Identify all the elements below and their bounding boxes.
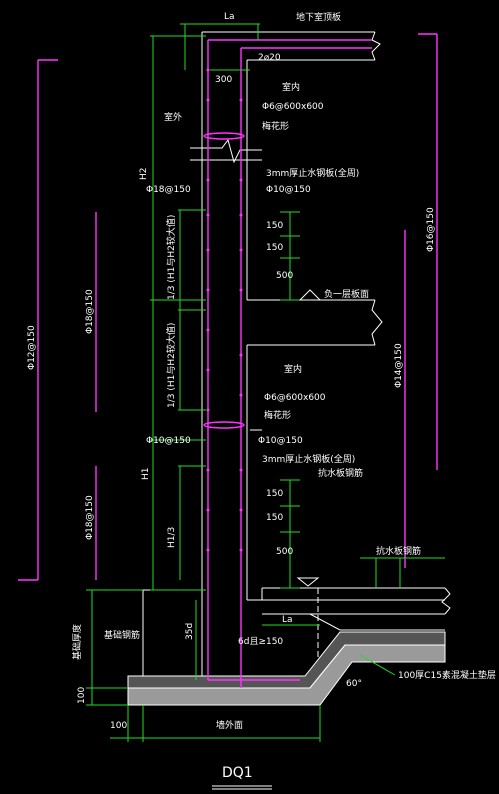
label-tie-top: Φ6@600x600 [262,102,324,112]
label-la-bot: La [282,615,293,625]
label-rebar-2d20: 2⌀20 [258,53,281,63]
label-rebar-right-h1: Φ10@150 [258,436,303,446]
label-35d: 35d [185,622,195,640]
label-rebar-left-h2: Φ18@150 [146,185,191,195]
label-waterstop-mid: 3mm厚止水钢板(全周) [262,455,356,465]
label-third-top: 1/3 (H1与H2较大值) [167,214,177,300]
label-right-rebar-top: Φ16@150 [426,207,436,252]
tie-loop-top [203,132,245,140]
label-100-h: 100 [110,721,128,731]
label-h2: H2 [139,167,149,181]
label-outdoor: 室外 [164,113,183,123]
raft-break [441,587,451,615]
label-dim-150-c: 150 [266,489,284,499]
drawing-title: DQ1 [222,765,253,781]
level-markers [250,289,322,587]
label-dim-500-a: 500 [276,271,294,281]
label-h1-3: H1/3 [167,526,177,548]
label-dim-150-b: 150 [266,243,284,253]
label-indoor-mid: 室内 [284,365,303,375]
label-basement-roof: 地下室顶板 [296,13,342,23]
rebar [18,33,438,688]
label-third-bot: 1/3 (H1与H2较大值) [167,322,177,408]
label-wall-base: 墙外面 [216,721,244,731]
label-h1: H1 [141,467,151,481]
label-6d: 6d且≥150 [238,637,284,647]
sump-slope-top [262,613,445,631]
label-rebar-left-h1: Φ10@150 [146,436,191,446]
label-left-rebar-long: Φ12@150 [27,325,37,370]
label-bedding: 100厚C15素混凝土垫层 [398,671,496,681]
label-dim-300: 300 [215,75,233,85]
label-rebar-right-h2: Φ10@150 [266,185,311,195]
mid-slab-break [371,299,383,346]
label-tie-mid: Φ6@600x600 [264,393,326,403]
label-waterstop-top: 3mm厚止水钢板(全周) [266,169,360,179]
label-anti-water: 抗水板钢筋 [376,547,422,557]
dimension-lines [86,23,445,742]
wall-break-line [190,138,262,164]
label-right-rebar-mid: Φ14@150 [394,343,404,388]
label-dim-150-a: 150 [266,221,284,231]
label-left-rebar-low: Φ18@150 [85,495,95,540]
label-dim-500-b: 500 [276,547,294,557]
label-dim-150-d: 150 [266,513,284,523]
label-angle: 60° [346,679,362,689]
label-found-height: 基础厚度 [73,623,83,660]
top-slab-break [371,31,381,61]
label-sump: 抗水板钢筋 [318,469,364,479]
label-tie-mid-sub: 梅花形 [264,411,292,421]
label-tie-top-sub: 梅花形 [262,122,290,132]
label-100-v: 100 [77,686,87,704]
label-la-top: La [224,12,235,22]
label-indoor-top: 室内 [282,83,301,93]
label-floor-b1: 负一层板面 [324,290,370,300]
label-found-rebar: 基础钢筋 [104,631,141,641]
label-left-rebar-mid: Φ18@150 [85,289,95,334]
bedding-layer [127,631,446,706]
tie-loop-mid [203,421,245,429]
